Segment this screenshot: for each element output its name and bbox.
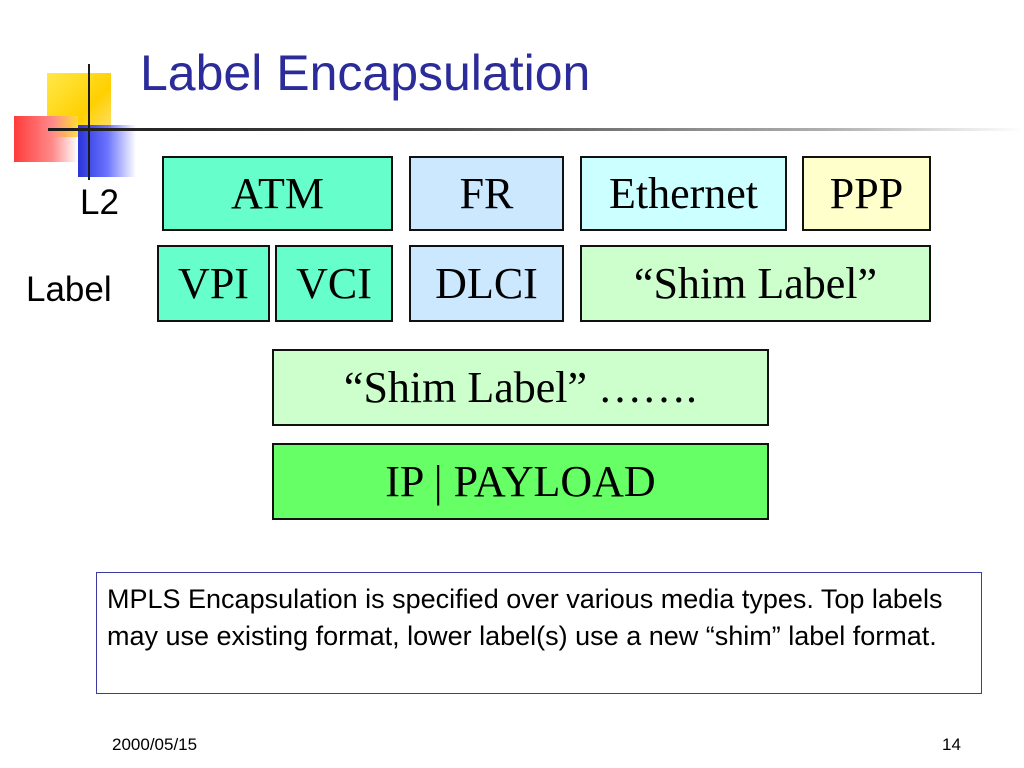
footer-page-number: 14 xyxy=(942,735,961,754)
box-vpi: VPI xyxy=(157,245,270,322)
row-label-label: Label xyxy=(26,270,112,309)
box-ppp: PPP xyxy=(802,156,931,231)
title-underline xyxy=(48,128,1024,131)
footer-date: 2000/05/15 xyxy=(112,735,198,754)
box-ip-payload: IP | PAYLOAD xyxy=(272,443,769,520)
logo-blue-square xyxy=(78,125,136,177)
slide-title: Label Encapsulation xyxy=(140,45,591,101)
box-shim-label: “Shim Label” xyxy=(580,245,931,322)
box-fr: FR xyxy=(409,156,564,231)
box-ethernet: Ethernet xyxy=(580,156,787,231)
box-shim-label-stack: “Shim Label” ……. xyxy=(272,349,769,426)
caption-text: MPLS Encapsulation is specified over var… xyxy=(96,572,982,694)
box-atm: ATM xyxy=(162,156,393,231)
row-label-l2: L2 xyxy=(80,183,119,222)
logo-red-square xyxy=(14,116,78,162)
logo-vertical-line xyxy=(88,64,90,180)
box-dlci: DLCI xyxy=(409,245,564,322)
box-vci: VCI xyxy=(275,245,393,322)
